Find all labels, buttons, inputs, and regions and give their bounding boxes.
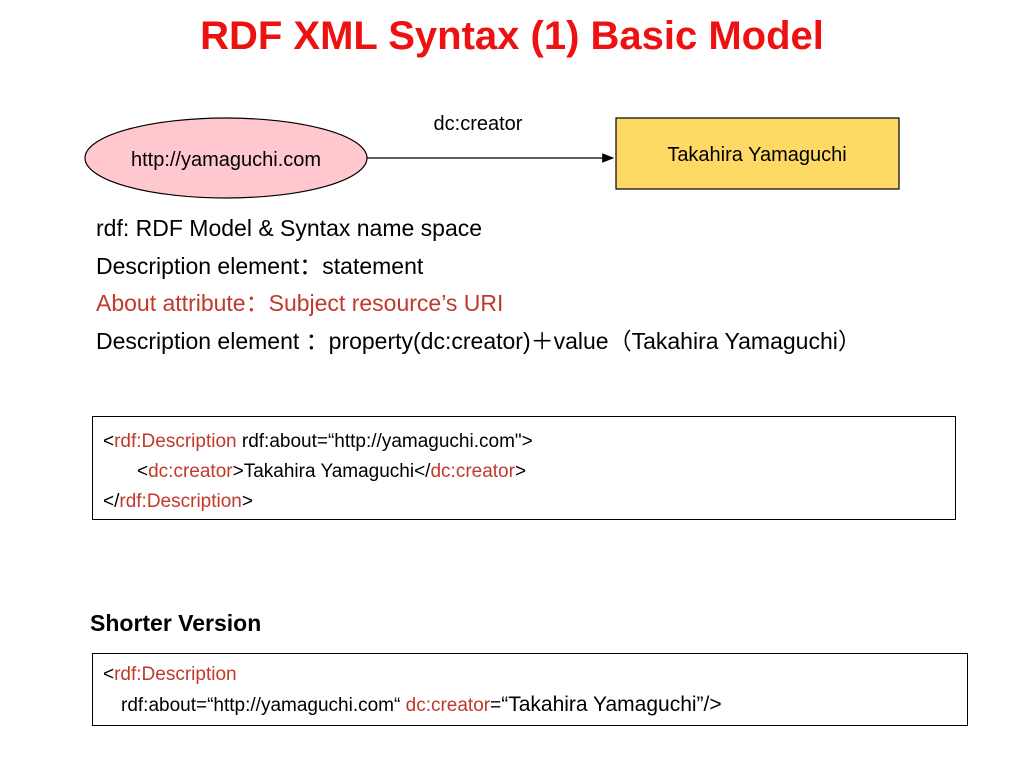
code-short-line-1: <rdf:Description [103, 660, 967, 690]
code-token: > [514, 461, 527, 482]
code-line-3: </rdf:Description> [103, 487, 955, 517]
code-keyword-creator-close: dc:creator [430, 461, 515, 482]
code-short-value: “Takahira Yamaguchi”/> [501, 693, 722, 716]
shorter-version-heading: Shorter Version [90, 610, 262, 636]
predicate-label: dc:creator [434, 113, 523, 135]
code-token: > [241, 491, 253, 512]
code-example-short: <rdf:Description rdf:about=“http://yamag… [92, 653, 968, 726]
code-short-keyword-creator: dc:creator [405, 695, 491, 716]
code-creator-value: >Takahira Yamaguchi</ [232, 461, 431, 482]
rdf-graph-diagram: http://yamaguchi.com dc:creator Takahira… [84, 113, 900, 199]
object-node-box [615, 117, 900, 190]
code-example-full: <rdf:Description rdf:about=“http://yamag… [92, 416, 956, 520]
explanation-about-attribute: About attribute：Subject resource’s URI [96, 290, 504, 316]
code-token: = [490, 695, 502, 716]
code-token: < [103, 664, 115, 685]
explanation-description-element: Description element：statement [96, 252, 424, 279]
explanation-rdf-namespace: rdf: RDF Model & Syntax name space [96, 215, 483, 241]
slide-title: RDF XML Syntax (1) Basic Model [200, 14, 824, 58]
code-keyword-description: rdf:Description [114, 431, 237, 452]
code-short-line-2: rdf:about=“http://yamaguchi.com“ dc:crea… [103, 690, 967, 721]
code-line-2: <dc:creator>Takahira Yamaguchi</dc:creat… [103, 457, 955, 487]
explanation-list: rdf: RDF Model & Syntax name space Descr… [96, 210, 861, 360]
explanation-property-value: Description element ：property(dc:creator… [96, 327, 861, 354]
object-node-label: Takahira Yamaguchi [667, 144, 846, 166]
code-short-keyword-description: rdf:Description [114, 664, 237, 685]
code-line-1: <rdf:Description rdf:about=“http://yamag… [103, 427, 955, 457]
code-keyword-creator: dc:creator [148, 461, 233, 482]
code-keyword-description-close: rdf:Description [119, 491, 242, 512]
code-token: < [103, 431, 115, 452]
code-token: </ [103, 491, 120, 512]
code-short-about-attribute: rdf:about=“http://yamaguchi.com“ [121, 695, 406, 716]
subject-node-label: http://yamaguchi.com [131, 149, 321, 171]
code-token: < [137, 461, 149, 482]
code-about-attribute: rdf:about=“http://yamaguchi.com"> [236, 431, 533, 452]
